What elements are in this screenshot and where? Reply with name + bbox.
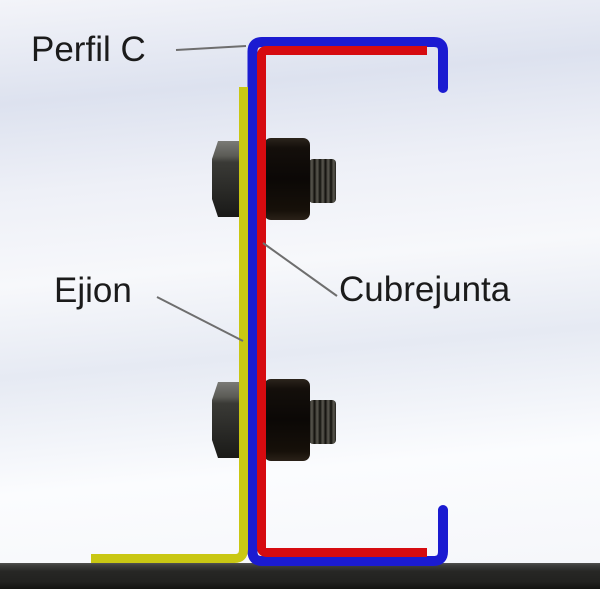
label-cubrejunta: Cubrejunta [339,270,511,309]
bottom-margin [0,589,600,600]
upper-bolt-head-icon [264,138,310,220]
leader-line-cubrejunta [262,242,338,297]
base-plate [0,563,600,589]
cubrejunta-plate [257,46,427,557]
upper-bolt-nut-icon [212,141,246,217]
leader-line-ejion [156,296,244,342]
label-ejion: Ejion [54,271,132,310]
leader-line-perfil-c [175,45,247,51]
lower-bolt-head-icon [264,379,310,461]
lower-bolt-nut-icon [212,382,246,458]
upper-bolt-threads-icon [309,159,336,203]
label-perfil-c: Perfil C [31,30,146,69]
perfil-c-channel [247,37,448,566]
lower-bolt [212,379,336,461]
lower-bolt-threads-icon [309,400,336,444]
upper-bolt [212,138,336,220]
ejion-angle [91,87,248,563]
